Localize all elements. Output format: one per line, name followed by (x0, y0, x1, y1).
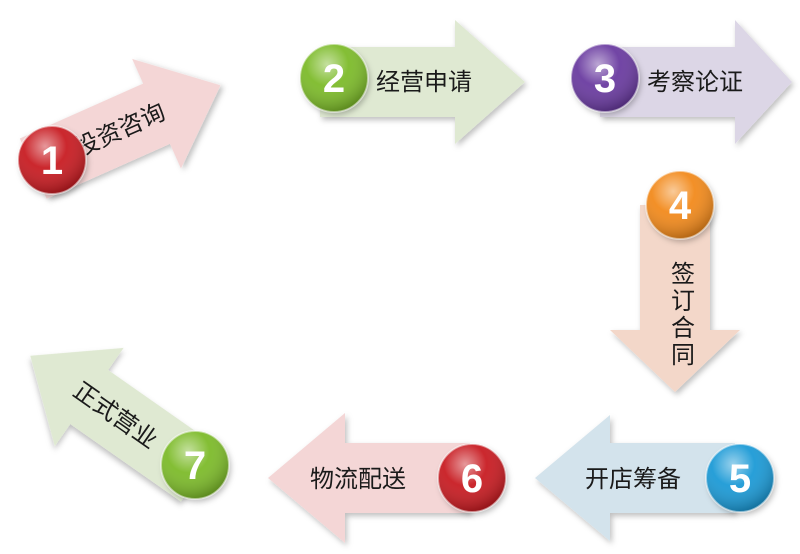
step-4-arrow (610, 205, 740, 392)
step-4-label-char-2: 订 (671, 287, 695, 315)
step-7-number: 7 (184, 444, 206, 488)
step-4: 4 签 订 合 同 (610, 170, 740, 392)
step-5-badge: 5 (705, 443, 775, 513)
step-6-label: 物流配送 (310, 465, 406, 493)
step-1-badge: 1 (17, 125, 87, 195)
step-2-arrow (320, 20, 525, 144)
step-5-arrow (535, 415, 735, 541)
step-2: 2 经营申请 (299, 20, 525, 144)
step-6-number: 6 (461, 457, 483, 501)
step-3-badge: 3 (570, 43, 640, 113)
step-4-badge: 4 (645, 170, 715, 240)
step-7: 正式营业 7 (30, 347, 230, 502)
step-2-badge: 2 (299, 43, 369, 113)
step-2-label: 经营申请 (376, 68, 472, 96)
step-6: 6 物流配送 (268, 413, 507, 543)
step-4-label-char-4: 同 (671, 341, 695, 369)
step-4-label-char-3: 合 (671, 314, 695, 342)
step-4-label-char-1: 签 (671, 260, 695, 288)
step-3-number: 3 (594, 57, 616, 101)
step-1-number: 1 (41, 139, 63, 183)
step-5: 5 开店筹备 (535, 415, 775, 541)
step-7-badge: 7 (160, 430, 230, 500)
step-5-number: 5 (729, 457, 751, 501)
step-2-number: 2 (323, 57, 345, 101)
step-6-arrow (268, 413, 470, 543)
step-5-label: 开店筹备 (585, 465, 681, 493)
step-4-number: 4 (669, 184, 692, 228)
step-3-label: 考察论证 (647, 68, 743, 96)
step-1: 投资咨询 1 (17, 58, 221, 199)
step-3-arrow (600, 20, 792, 144)
step-6-badge: 6 (437, 443, 507, 513)
step-3: 3 考察论证 (570, 20, 792, 144)
